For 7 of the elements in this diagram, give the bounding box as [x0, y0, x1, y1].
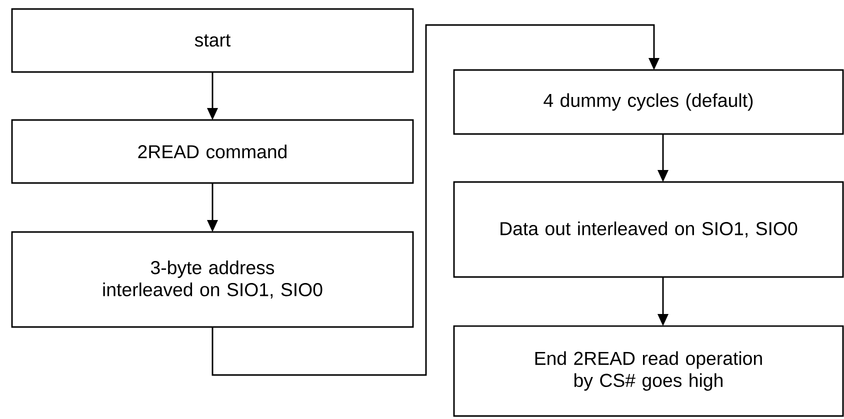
process-box: start: [11, 8, 414, 73]
process-box: Data out interleaved on SIO1, SIO0: [453, 181, 844, 278]
arrow: [212, 24, 660, 376]
process-box: 4 dummy cycles (default): [453, 69, 844, 135]
process-box: 2READ command: [11, 119, 414, 184]
process-box: 3-byte address interleaved on SIO1, SIO0: [11, 231, 414, 328]
process-box: End 2READ read operation by CS# goes high: [453, 325, 844, 417]
